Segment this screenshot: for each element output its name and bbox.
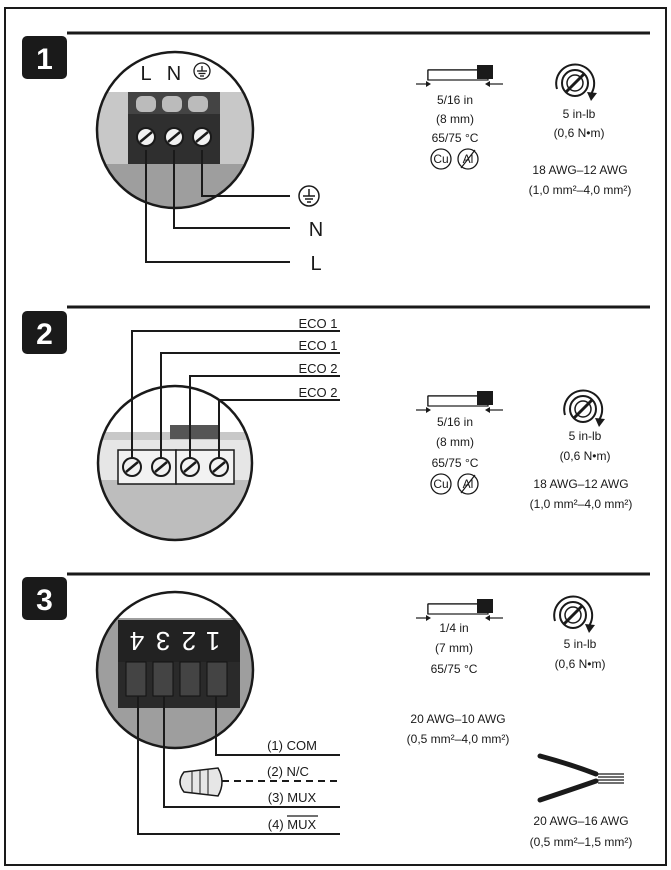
- terminal-number: 2: [182, 626, 196, 656]
- wire-strip-icon: [415, 598, 504, 622]
- terminal-screw-l: [135, 126, 157, 148]
- wire-nut-icon: [179, 767, 223, 797]
- wire-label-mux: (3) MUX: [268, 790, 317, 805]
- stranded-wire-icon: [537, 753, 624, 803]
- terminal-magnifier: [95, 590, 255, 750]
- wire-strip-icon: [415, 390, 504, 414]
- strip-length: 5/16 in: [437, 93, 473, 107]
- wire-gauge-mm: (0,5 mm²–4,0 mm²): [407, 732, 510, 746]
- strip-length: 5/16 in: [437, 415, 473, 429]
- svg-text:Cu: Cu: [433, 477, 448, 491]
- terminal-screw-eco2b: [208, 456, 230, 478]
- terminal-number: 1: [206, 626, 220, 656]
- wire-label-mux-inverted: (4) MUX: [268, 817, 317, 832]
- material-cu-badge: Cu: [430, 148, 452, 170]
- ground-icon: [193, 62, 211, 80]
- terminal-screw-eco2a: [179, 456, 201, 478]
- terminal-label-l: L: [140, 63, 151, 85]
- terminal-screw-eco1a: [121, 456, 143, 478]
- section-3: 3 4 3 2 1: [22, 572, 650, 849]
- step-number: 3: [36, 584, 53, 617]
- svg-text:Cu: Cu: [433, 152, 448, 166]
- wire-label-com: (1) COM: [267, 738, 317, 753]
- wire-label-eco1: ECO 1: [298, 316, 337, 331]
- wire-label-nc: (2) N/C: [267, 764, 309, 779]
- wire-gauge-stranded-mm: (0,5 mm²–1,5 mm²): [530, 835, 633, 849]
- terminal-magnifier: [96, 384, 254, 542]
- wires: [131, 330, 340, 458]
- wire-gauge: 20 AWG–10 AWG: [410, 712, 505, 726]
- wires: [137, 696, 340, 835]
- terminal-numbers: 4 3 2 1: [130, 626, 220, 656]
- strip-length-mm: (7 mm): [435, 641, 473, 655]
- material-al-badge: Al: [457, 148, 479, 170]
- terminal-number: 3: [156, 626, 170, 656]
- terminal-magnifier: [95, 50, 255, 210]
- section-1: 1 L N: [22, 31, 650, 275]
- torque-value-nm: (0,6 N•m): [555, 657, 606, 671]
- terminal-screw-eco1b: [150, 456, 172, 478]
- torque-value-nm: (0,6 N•m): [560, 449, 611, 463]
- wire-label-eco2: ECO 2: [298, 385, 337, 400]
- material-cu-badge: Cu: [430, 473, 452, 495]
- wire-gauge-mm: (1,0 mm²–4,0 mm²): [529, 183, 632, 197]
- wire-gauge: 18 AWG–12 AWG: [532, 163, 627, 177]
- temperature-rating: 65/75 °C: [432, 131, 479, 145]
- strip-length-mm: (8 mm): [436, 435, 474, 449]
- step-number: 1: [36, 43, 53, 76]
- temperature-rating: 65/75 °C: [432, 456, 479, 470]
- terminal-label-n: N: [167, 63, 181, 85]
- torque-value: 5 in-lb: [564, 637, 597, 651]
- wire-label-l: L: [310, 253, 321, 275]
- temperature-rating: 65/75 °C: [431, 662, 478, 676]
- torque-value: 5 in-lb: [569, 429, 602, 443]
- torque-screw-icon: [552, 594, 597, 635]
- wire-label-eco1: ECO 1: [298, 338, 337, 353]
- step-badge: [22, 577, 67, 620]
- terminal-number: 4: [130, 626, 144, 656]
- wire-strip-icon: [415, 64, 504, 88]
- step-number: 2: [36, 318, 53, 351]
- wire-gauge-stranded: 20 AWG–16 AWG: [533, 814, 628, 828]
- wire-gauge: 18 AWG–12 AWG: [533, 477, 628, 491]
- terminal-screw-ground: [191, 126, 213, 148]
- torque-screw-icon: [562, 388, 607, 429]
- wire-gauge-mm: (1,0 mm²–4,0 mm²): [530, 497, 633, 511]
- wires: [145, 150, 290, 263]
- step-badge: [22, 311, 67, 354]
- torque-value: 5 in-lb: [563, 107, 596, 121]
- step-badge: [22, 36, 67, 79]
- terminal-screw-n: [163, 126, 185, 148]
- wire-label-n: N: [309, 219, 323, 241]
- section-2: 2 ECO 1 ECO 1 ECO 2 ECO 2: [22, 305, 650, 542]
- strip-length: 1/4 in: [439, 621, 468, 635]
- torque-value-nm: (0,6 N•m): [554, 126, 605, 140]
- wire-label-eco2: ECO 2: [298, 361, 337, 376]
- outer-frame: [4, 7, 667, 866]
- material-al-badge: Al: [457, 473, 479, 495]
- strip-length-mm: (8 mm): [436, 112, 474, 126]
- ground-icon: [298, 185, 320, 207]
- torque-screw-icon: [554, 62, 599, 103]
